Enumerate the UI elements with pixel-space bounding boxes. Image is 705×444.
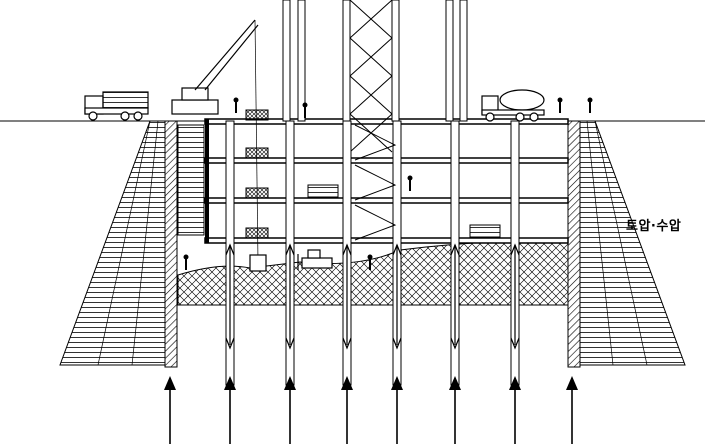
tower-column (459, 0, 468, 122)
arrow-head (392, 337, 402, 350)
left-earth-pressure-slope (59, 120, 166, 366)
right-retaining-wall (567, 120, 581, 368)
arrow-head (510, 337, 520, 350)
worker-icon (587, 97, 593, 103)
worker-icon (302, 102, 308, 108)
right-earth-pressure-slope (579, 120, 686, 366)
arrow-head (342, 337, 352, 350)
uplift-arrow-head (284, 376, 296, 390)
mixer-truck-icon (481, 89, 545, 122)
tower-column (297, 0, 306, 122)
uplift-arrow-head (449, 376, 461, 390)
earth-water-pressure-label: 토압·수압 (626, 219, 682, 234)
tower-bracing (349, 37, 393, 77)
material-bundle (245, 109, 269, 121)
uplift-arrow-head (509, 376, 521, 390)
uplift-arrow-head (391, 376, 403, 390)
tower-column (342, 0, 351, 122)
arrow-head (510, 243, 520, 256)
dump-truck-icon (84, 91, 149, 121)
uplift-arrow-head (164, 376, 176, 390)
left-retaining-wall (164, 120, 178, 368)
arrow-head (285, 337, 295, 350)
uplift-arrow-head (341, 376, 353, 390)
arrow-head (225, 243, 235, 256)
uplift-arrow-head (566, 376, 578, 390)
arrow-head (450, 243, 460, 256)
bulldozer-icon (297, 249, 333, 270)
worker-icon (557, 97, 563, 103)
arrow-head (225, 337, 235, 350)
arrow-head (392, 243, 402, 256)
tower-column (282, 0, 291, 122)
material-stack (469, 224, 501, 238)
uplift-arrow-head (224, 376, 236, 390)
slab-edge (205, 119, 209, 243)
tower-column (445, 0, 454, 122)
crane-icon (171, 19, 267, 272)
temporary-stairs (177, 124, 205, 236)
material-bundle (245, 227, 269, 239)
tower-column (391, 0, 400, 122)
worker-icon (183, 254, 189, 260)
worker-icon (407, 175, 413, 181)
material-stack (307, 184, 339, 198)
arrow-head (285, 243, 295, 256)
tower-bracing (349, 0, 393, 39)
arrow-head (450, 337, 460, 350)
worker-icon (233, 97, 239, 103)
worker-icon (367, 254, 373, 260)
tower-bracing (349, 75, 393, 115)
arrow-head (342, 243, 352, 256)
central-staircase (354, 124, 397, 241)
excavation-soil (177, 239, 569, 306)
